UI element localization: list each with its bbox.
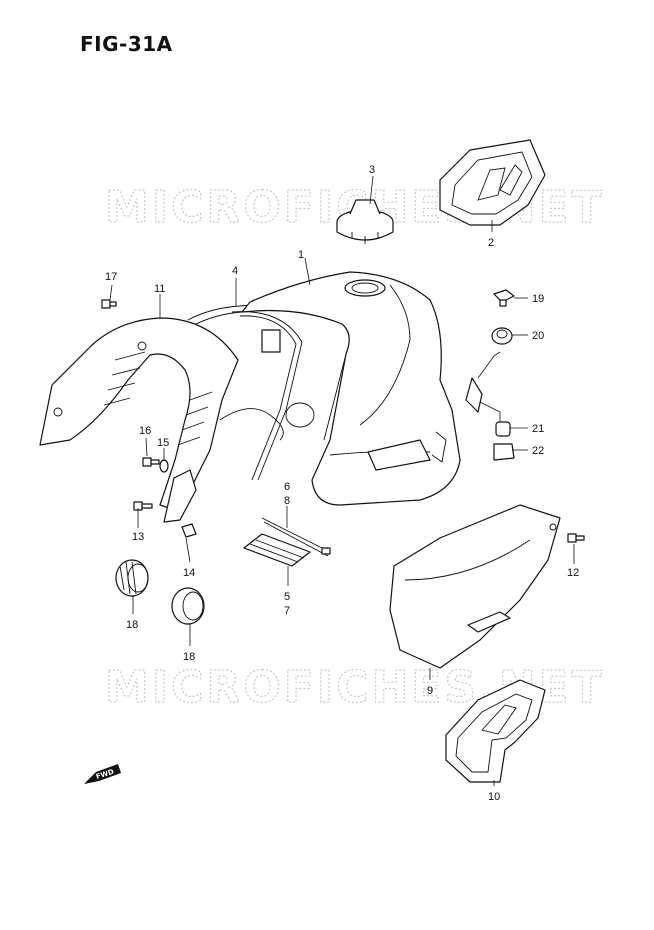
callout-11: 11 <box>154 283 165 295</box>
part-5-7-cushion <box>243 533 311 567</box>
part-17-bolt <box>101 299 117 309</box>
part-12-screw <box>567 533 585 543</box>
part-2-emblem-upper <box>439 139 546 226</box>
callout-8: 8 <box>284 495 290 507</box>
figure-title: FIG-31A <box>80 32 173 56</box>
fwd-label: FWD <box>95 768 115 781</box>
callout-6: 6 <box>284 481 290 493</box>
callout-19: 19 <box>532 293 544 305</box>
callout-9: 9 <box>427 685 433 697</box>
callout-4: 4 <box>232 265 238 277</box>
part-18-rubber-left <box>115 559 149 597</box>
callout-3: 3 <box>369 164 375 176</box>
part-20-collar <box>491 327 513 345</box>
part-13-bolt <box>133 501 153 511</box>
callout-14: 14 <box>183 567 195 579</box>
part-11-shroud <box>39 317 239 523</box>
part-1-fuel-tank <box>219 271 483 506</box>
callout-1: 1 <box>298 249 304 261</box>
callout-10: 10 <box>488 791 500 803</box>
part-19-bolt <box>493 289 515 307</box>
callout-15: 15 <box>157 437 169 449</box>
part-15-washer <box>159 459 169 473</box>
callout-5: 5 <box>284 591 290 603</box>
callouts: 1 2 3 4 5 6 7 8 9 10 11 12 13 14 15 16 1… <box>105 164 579 803</box>
part-14-nut <box>181 523 197 538</box>
callout-20: 20 <box>532 330 544 342</box>
callout-7: 7 <box>284 605 290 617</box>
callout-12: 12 <box>567 567 579 579</box>
part-21-spacer <box>495 421 511 437</box>
part-22-cushion <box>493 443 515 461</box>
part-9-side-cover <box>389 504 561 669</box>
callout-22: 22 <box>532 445 544 457</box>
part-6-8-strap <box>261 517 331 557</box>
part-18-rubber-right <box>171 587 205 625</box>
callout-21: 21 <box>532 423 544 435</box>
callout-17: 17 <box>105 271 117 283</box>
part-10-emblem-lower <box>445 679 546 783</box>
callout-13: 13 <box>132 531 144 543</box>
callout-18-left: 18 <box>126 619 138 631</box>
callout-18-right: 18 <box>183 651 195 663</box>
fwd-arrow-icon: FWD <box>84 764 121 784</box>
part-16-bolt <box>142 457 160 467</box>
callout-16: 16 <box>139 425 151 437</box>
leader-lines <box>109 175 575 786</box>
callout-2: 2 <box>488 237 494 249</box>
part-3-fuel-cap <box>336 199 394 244</box>
